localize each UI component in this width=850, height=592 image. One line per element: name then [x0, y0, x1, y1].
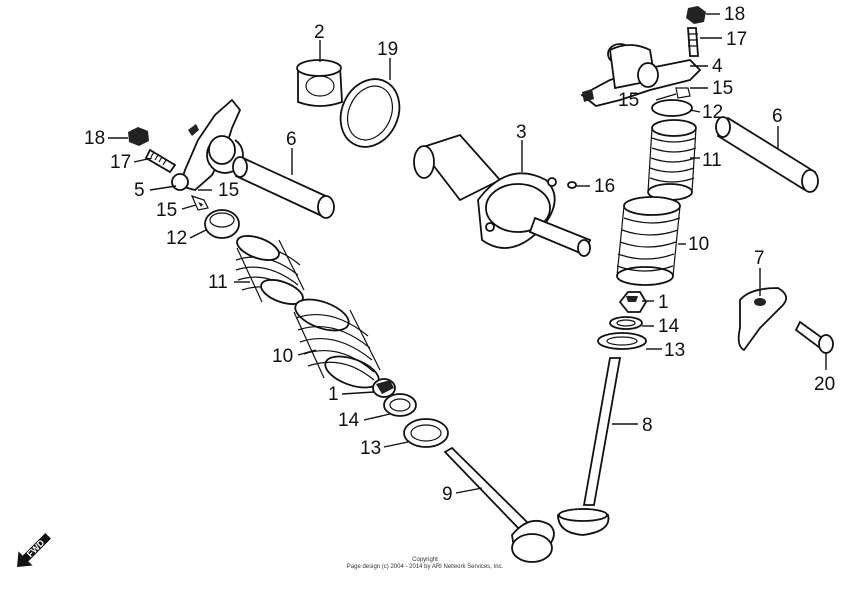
copyright-line-2: Page design (c) 2004 - 2014 by ARI Netwo…: [346, 564, 504, 570]
callout-1-left: 1: [328, 384, 339, 405]
callout-2: 2: [314, 22, 325, 43]
callout-9: 9: [442, 484, 453, 505]
callout-18-left: 18: [84, 128, 105, 149]
leader-lines: [108, 13, 827, 494]
adjuster-screw-right: [687, 27, 699, 57]
valve-cap-right: [651, 99, 693, 117]
callout-17-left: 17: [110, 152, 131, 173]
locknut-left: [128, 127, 149, 146]
camshaft-bearing: [296, 59, 343, 107]
intake-valve: [557, 357, 622, 536]
o-ring: [339, 78, 401, 148]
valve-spring-outer-right: [616, 196, 681, 286]
copyright-notice: Copyright Page design (c) 2004 - 2014 by…: [0, 557, 850, 571]
callout-17-right: 17: [726, 29, 747, 50]
callout-labels: 2 19 3 16 18 17 5 15 15 12 6 11 10 1 14 …: [84, 4, 835, 505]
callout-20: 20: [814, 374, 835, 395]
callout-19: 19: [377, 39, 398, 60]
rocker-arm-right: [580, 43, 702, 107]
callout-10-right: 10: [688, 234, 709, 255]
callout-13-left: 13: [360, 438, 381, 459]
callout-1-right: 1: [658, 292, 669, 313]
exhaust-valve: [443, 446, 555, 563]
callout-3: 3: [516, 122, 527, 143]
callout-11-left: 11: [208, 272, 228, 293]
valve-spring-inner-right: [647, 119, 697, 201]
callout-18-right: 18: [724, 4, 745, 25]
camshaft: [413, 133, 592, 257]
valve-spring-outer-left: [293, 298, 381, 389]
forward-arrow-icon: FWD: [17, 533, 51, 567]
spring-washer-left: [403, 418, 449, 448]
callout-11-right: 11: [702, 150, 722, 171]
pin-clip-right: [675, 87, 691, 99]
callout-12-right: 12: [702, 102, 723, 123]
callout-4: 4: [712, 56, 723, 77]
callout-5: 5: [134, 180, 145, 201]
callout-15-left-a: 15: [218, 180, 239, 201]
callout-12-left: 12: [166, 228, 187, 249]
callout-15-right-b: 15: [618, 90, 639, 111]
tensioner-bolt: [794, 320, 834, 354]
rocker-shaft-left: [232, 156, 335, 219]
callout-14-left: 14: [338, 410, 360, 431]
callout-7: 7: [754, 248, 765, 269]
valve-spring-inner-left: [235, 235, 305, 305]
callout-6-right: 6: [772, 106, 783, 127]
locknut-right: [686, 6, 706, 24]
callout-14-right: 14: [658, 316, 680, 337]
callout-8: 8: [642, 415, 653, 436]
adjuster-screw-left: [144, 148, 177, 174]
dowel-pin: [567, 181, 577, 189]
rocker-arm-left: [171, 98, 244, 191]
copyright-line-1: Copyright: [412, 557, 438, 563]
valve-cotter-right: [618, 291, 648, 313]
callout-15-left-b: 15: [156, 200, 177, 221]
pin-clip-left: [190, 195, 209, 211]
callout-13-right: 13: [664, 340, 685, 361]
callout-10-left: 10: [272, 346, 293, 367]
valve-cap-left: [204, 209, 240, 239]
callout-6-left: 6: [286, 129, 297, 150]
spring-washer-right: [597, 332, 647, 350]
callout-16: 16: [594, 176, 615, 197]
callout-15-right-a: 15: [712, 78, 733, 99]
valve-cotter-left: [372, 378, 396, 398]
rocker-shaft-right: [715, 116, 819, 193]
tensioner-arm: [737, 287, 788, 352]
spring-seat-left: [383, 393, 417, 417]
spring-seat-right: [609, 316, 643, 330]
